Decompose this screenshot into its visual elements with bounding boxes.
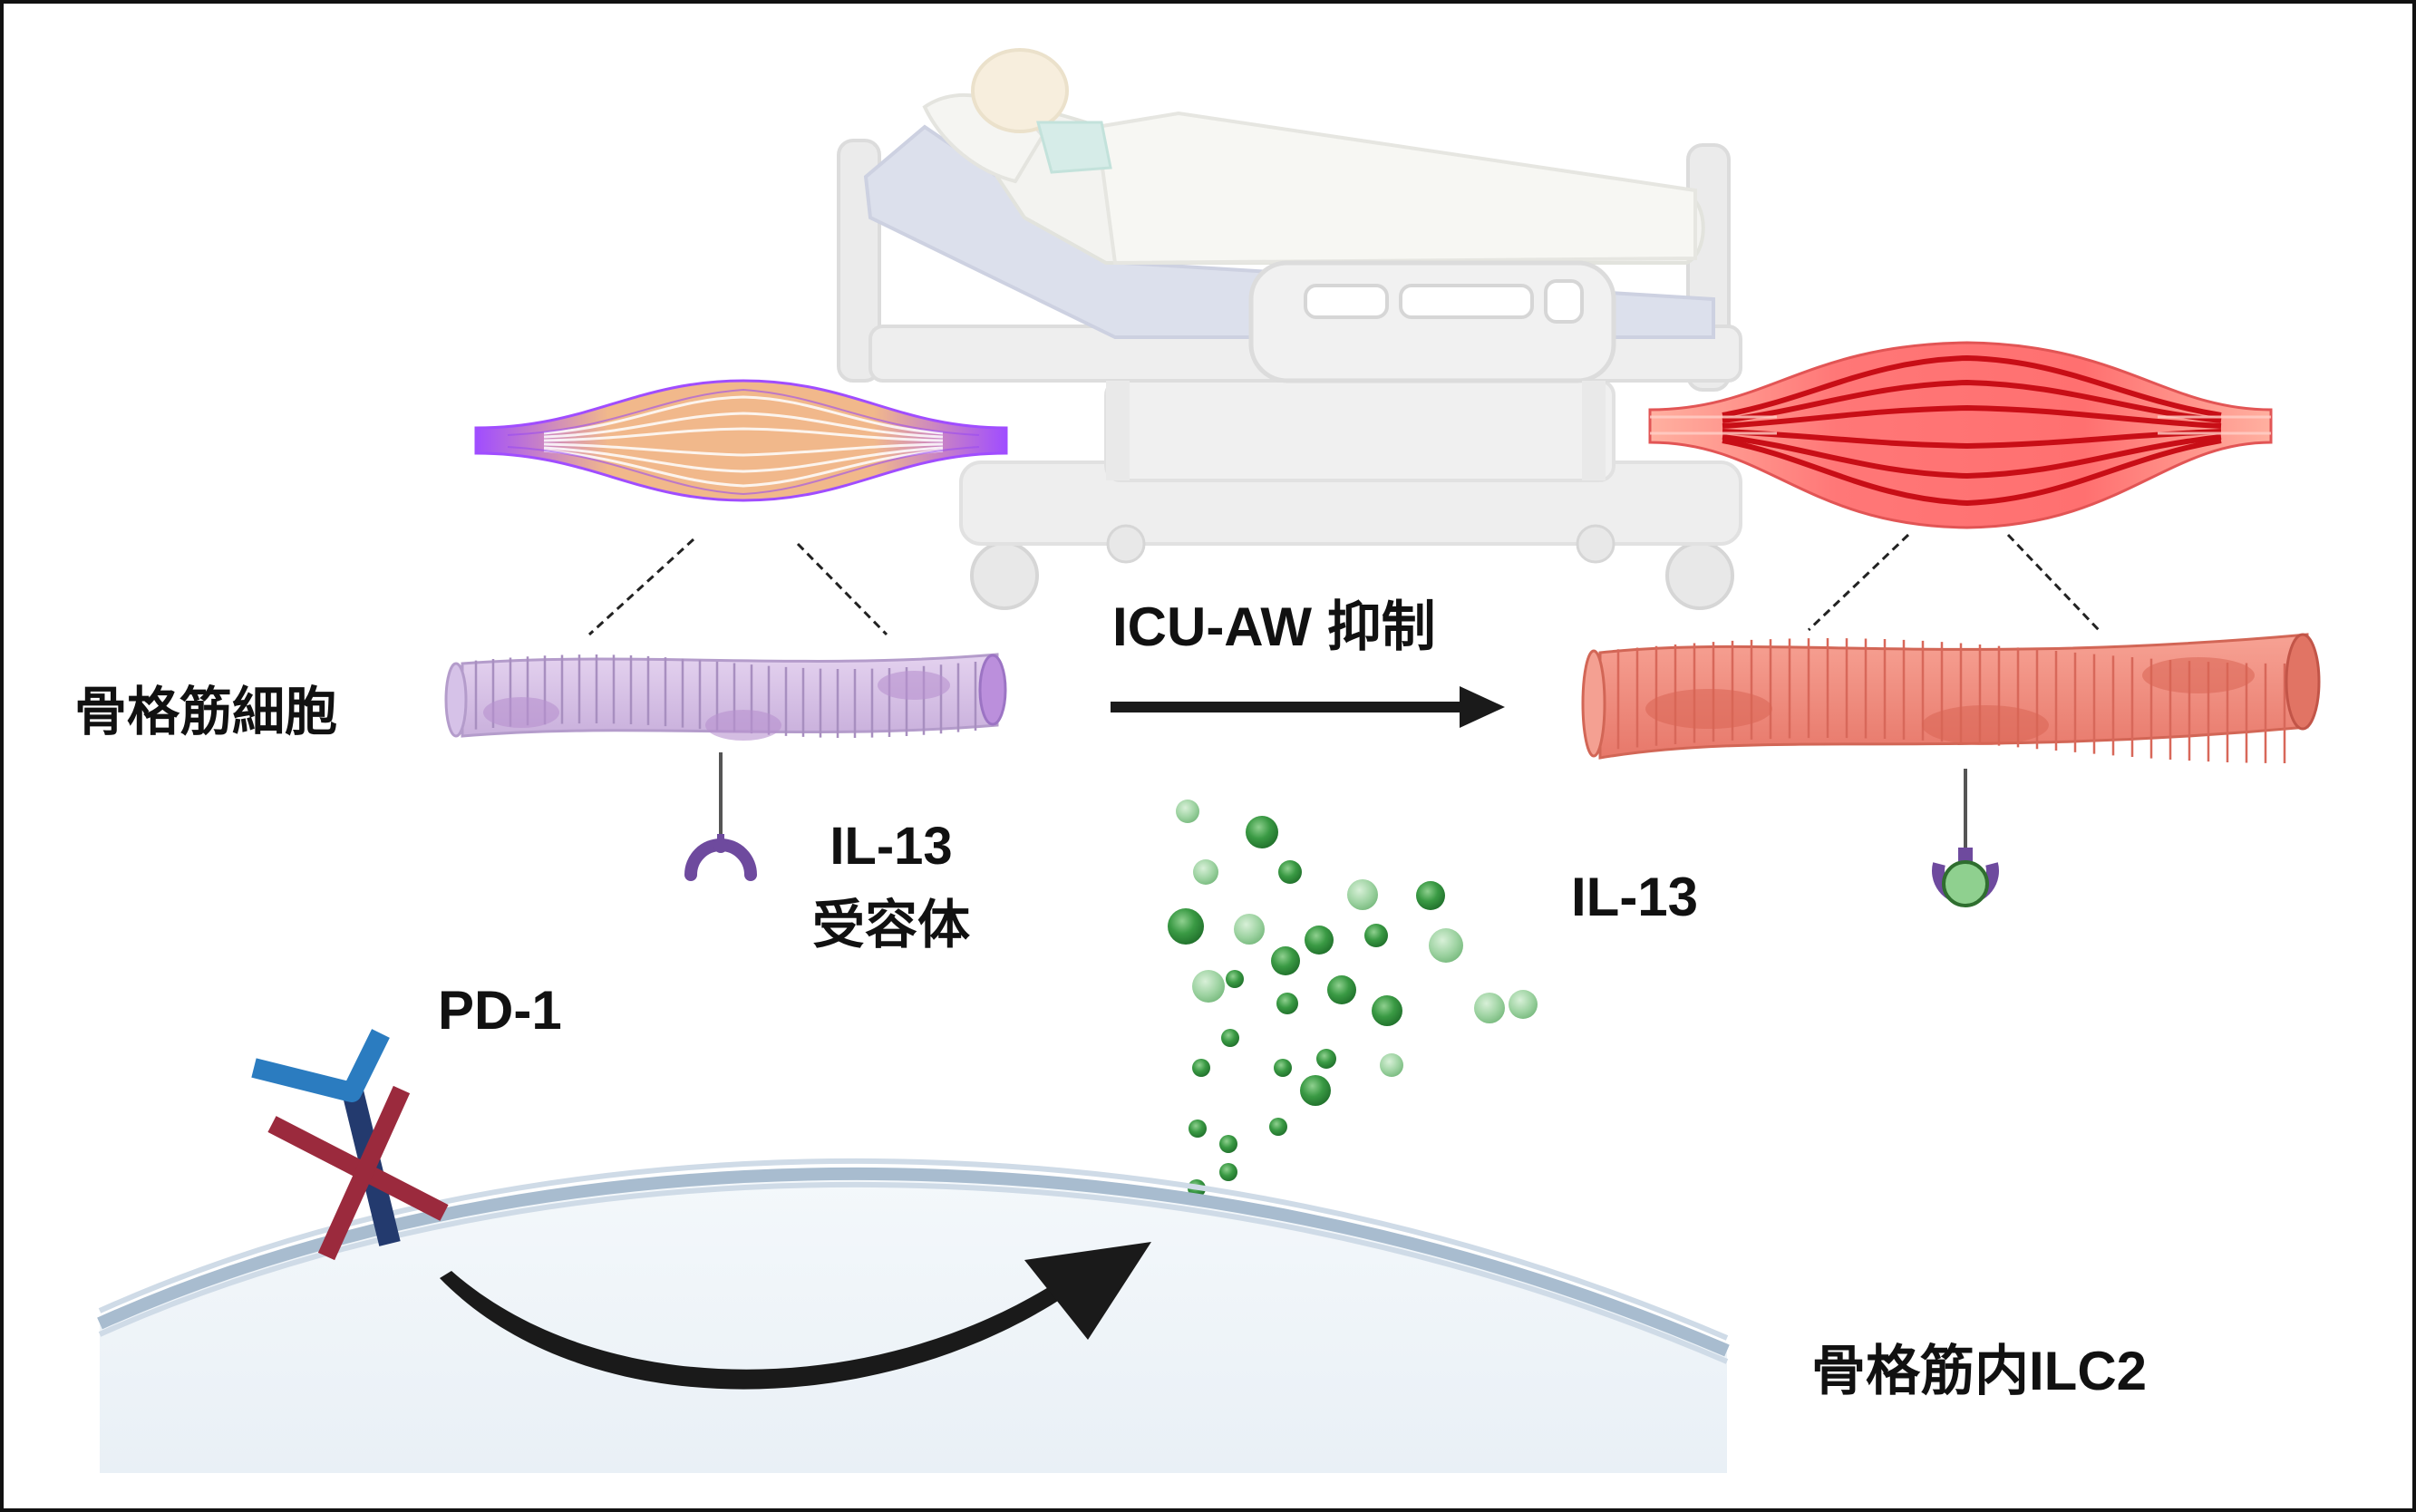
il13-particle (1347, 879, 1378, 910)
il13-particles (1168, 800, 1538, 1197)
pd1-label: PD-1 (438, 980, 562, 1041)
cross-icon (267, 1085, 449, 1261)
il13-particle (1271, 946, 1300, 975)
il13-particle (1221, 1029, 1239, 1047)
arrow-icon (1111, 686, 1505, 728)
il13-particle (1189, 1119, 1207, 1138)
il13-particle (1372, 995, 1402, 1026)
il13-particle (1364, 924, 1388, 947)
il13-particle (1278, 860, 1302, 884)
il13-particle (1176, 800, 1199, 823)
ilc2-label: 骨格筋内ILC2 (1811, 1341, 2147, 1401)
ilc2-cell (97, 1158, 1730, 1473)
receptor-icon-bound (1932, 769, 1999, 907)
il13-particle (1269, 1118, 1287, 1136)
il13-particle (1509, 990, 1538, 1019)
curved-arrow-icon (440, 1242, 1151, 1390)
muscle-fiber-icon-right (1581, 633, 2321, 763)
patient-bed-icon (837, 48, 1742, 610)
muscle-bundle-icon (474, 379, 1008, 502)
zoom-lines (587, 533, 2101, 636)
il13-particle (1327, 975, 1356, 1004)
il13-particle (1300, 1075, 1331, 1106)
il13-particle (1219, 1135, 1237, 1153)
il13-particle (1192, 970, 1225, 1003)
il13-particle (1474, 993, 1505, 1023)
il13-particle (1193, 859, 1218, 885)
il13-particle (1226, 970, 1244, 988)
il13-particle (1274, 1059, 1292, 1077)
il13-particle (1219, 1163, 1237, 1181)
il13-particle (1305, 926, 1334, 955)
il13-particle (1192, 1059, 1210, 1077)
il13-particle (1316, 1049, 1336, 1069)
il13-receptor-label-line2: 受容体 (812, 896, 970, 955)
il13-label: IL-13 (1571, 867, 1698, 927)
skeletal-muscle-cell-label: 骨格筋細胞 (74, 683, 337, 741)
il13-particle (1168, 908, 1204, 945)
il13-particle (1380, 1053, 1403, 1077)
il13-particle (1276, 993, 1298, 1014)
il13-receptor-label-line1: IL-13 (830, 817, 952, 876)
il13-particle (1416, 881, 1445, 910)
il13-particle (1234, 914, 1265, 945)
muscle-bundle-icon-right (1648, 341, 2273, 529)
suppression-label: ICU-AW 抑制 (1112, 596, 1436, 657)
il13-particle (1429, 928, 1463, 963)
il13-particle (1246, 816, 1278, 848)
receptor-icon (684, 752, 757, 881)
muscle-fiber-icon (444, 653, 1007, 741)
